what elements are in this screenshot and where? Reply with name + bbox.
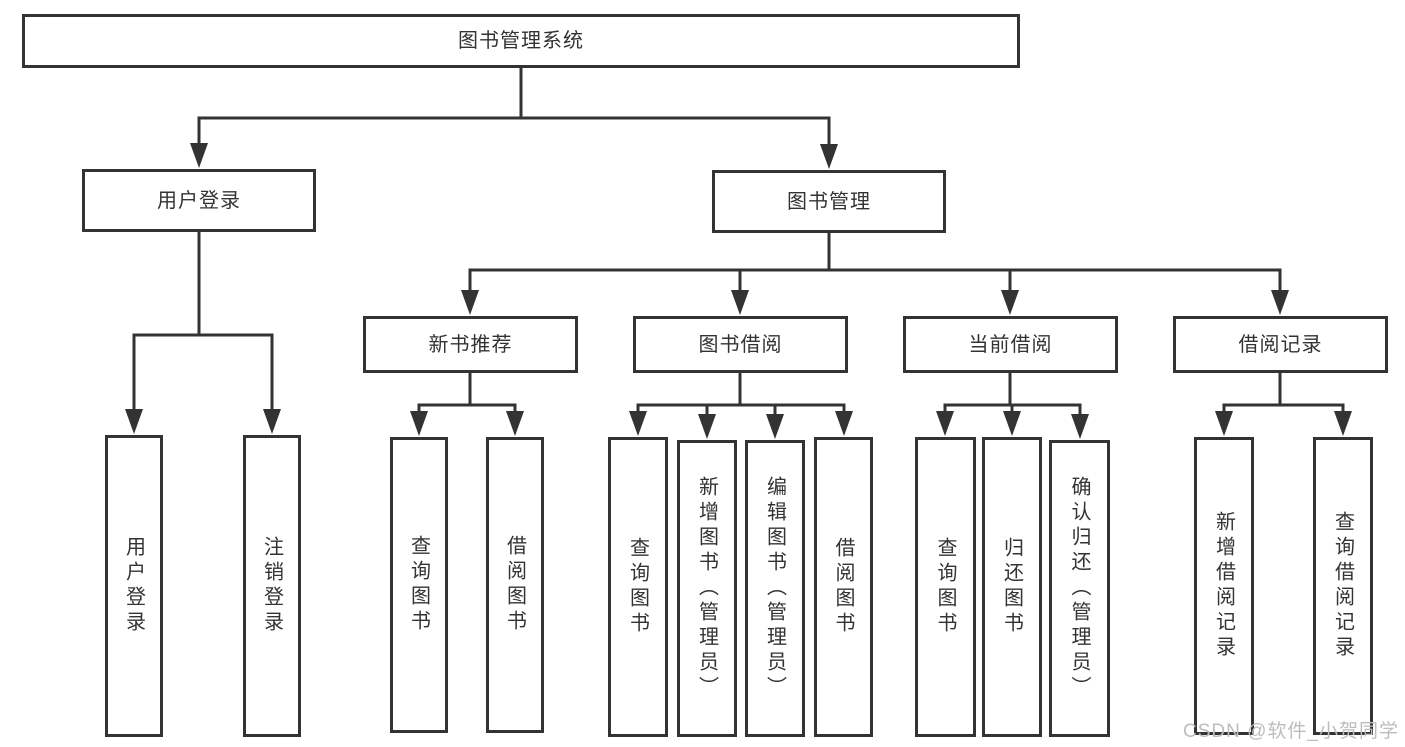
node-user-login: 用户登录 xyxy=(82,169,316,232)
leaf-logout: 注销登录 xyxy=(243,435,301,737)
leaf-confirm-return-admin: 确认归还（管理员） xyxy=(1049,440,1110,737)
leaf-borrow-books-recommend: 借阅图书 xyxy=(486,437,544,733)
leaf-borrow-books-borrow: 借阅图书 xyxy=(814,437,873,737)
node-book-borrow: 图书借阅 xyxy=(633,316,848,373)
leaf-query-books-recommend: 查询图书 xyxy=(390,437,448,733)
leaf-user-login: 用户登录 xyxy=(105,435,163,737)
leaf-return-books: 归还图书 xyxy=(982,437,1042,737)
leaf-query-books-borrow: 查询图书 xyxy=(608,437,668,737)
node-book-management: 图书管理 xyxy=(712,170,946,233)
node-current-borrow: 当前借阅 xyxy=(903,316,1118,373)
leaf-add-book-admin: 新增图书（管理员） xyxy=(677,440,737,737)
node-borrow-records: 借阅记录 xyxy=(1173,316,1388,373)
leaf-add-borrow-record: 新增借阅记录 xyxy=(1194,437,1254,735)
leaf-query-borrow-record: 查询借阅记录 xyxy=(1313,437,1373,735)
leaf-query-books-current: 查询图书 xyxy=(915,437,976,737)
node-new-book-recommend: 新书推荐 xyxy=(363,316,578,373)
csdn-watermark: CSDN @软件_小贺同学 xyxy=(1183,721,1399,742)
node-library-management-system: 图书管理系统 xyxy=(22,14,1020,68)
leaf-edit-book-admin: 编辑图书（管理员） xyxy=(745,440,805,737)
